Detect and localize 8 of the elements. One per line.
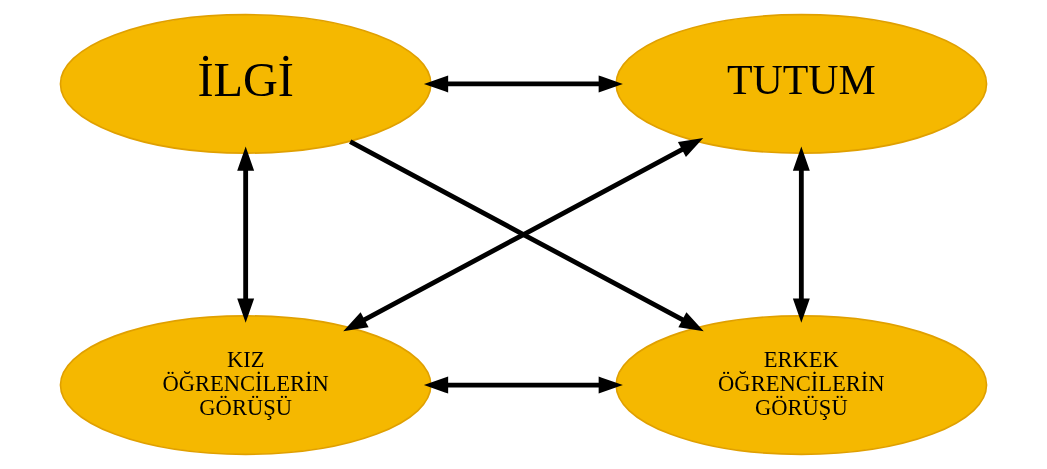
arrow bbox=[423, 75, 623, 93]
node-ellipse: ERKEK ÖĞRENCİLERİN GÖRÜŞÜ bbox=[615, 315, 988, 456]
node-ellipse: İLGİ bbox=[59, 13, 432, 154]
node-ellipse: TUTUM bbox=[615, 13, 988, 154]
arrow bbox=[792, 146, 810, 323]
arrow bbox=[237, 146, 255, 323]
arrow bbox=[423, 376, 623, 394]
node-ellipse: KIZ ÖĞRENCİLERİN GÖRÜŞÜ bbox=[59, 315, 432, 456]
